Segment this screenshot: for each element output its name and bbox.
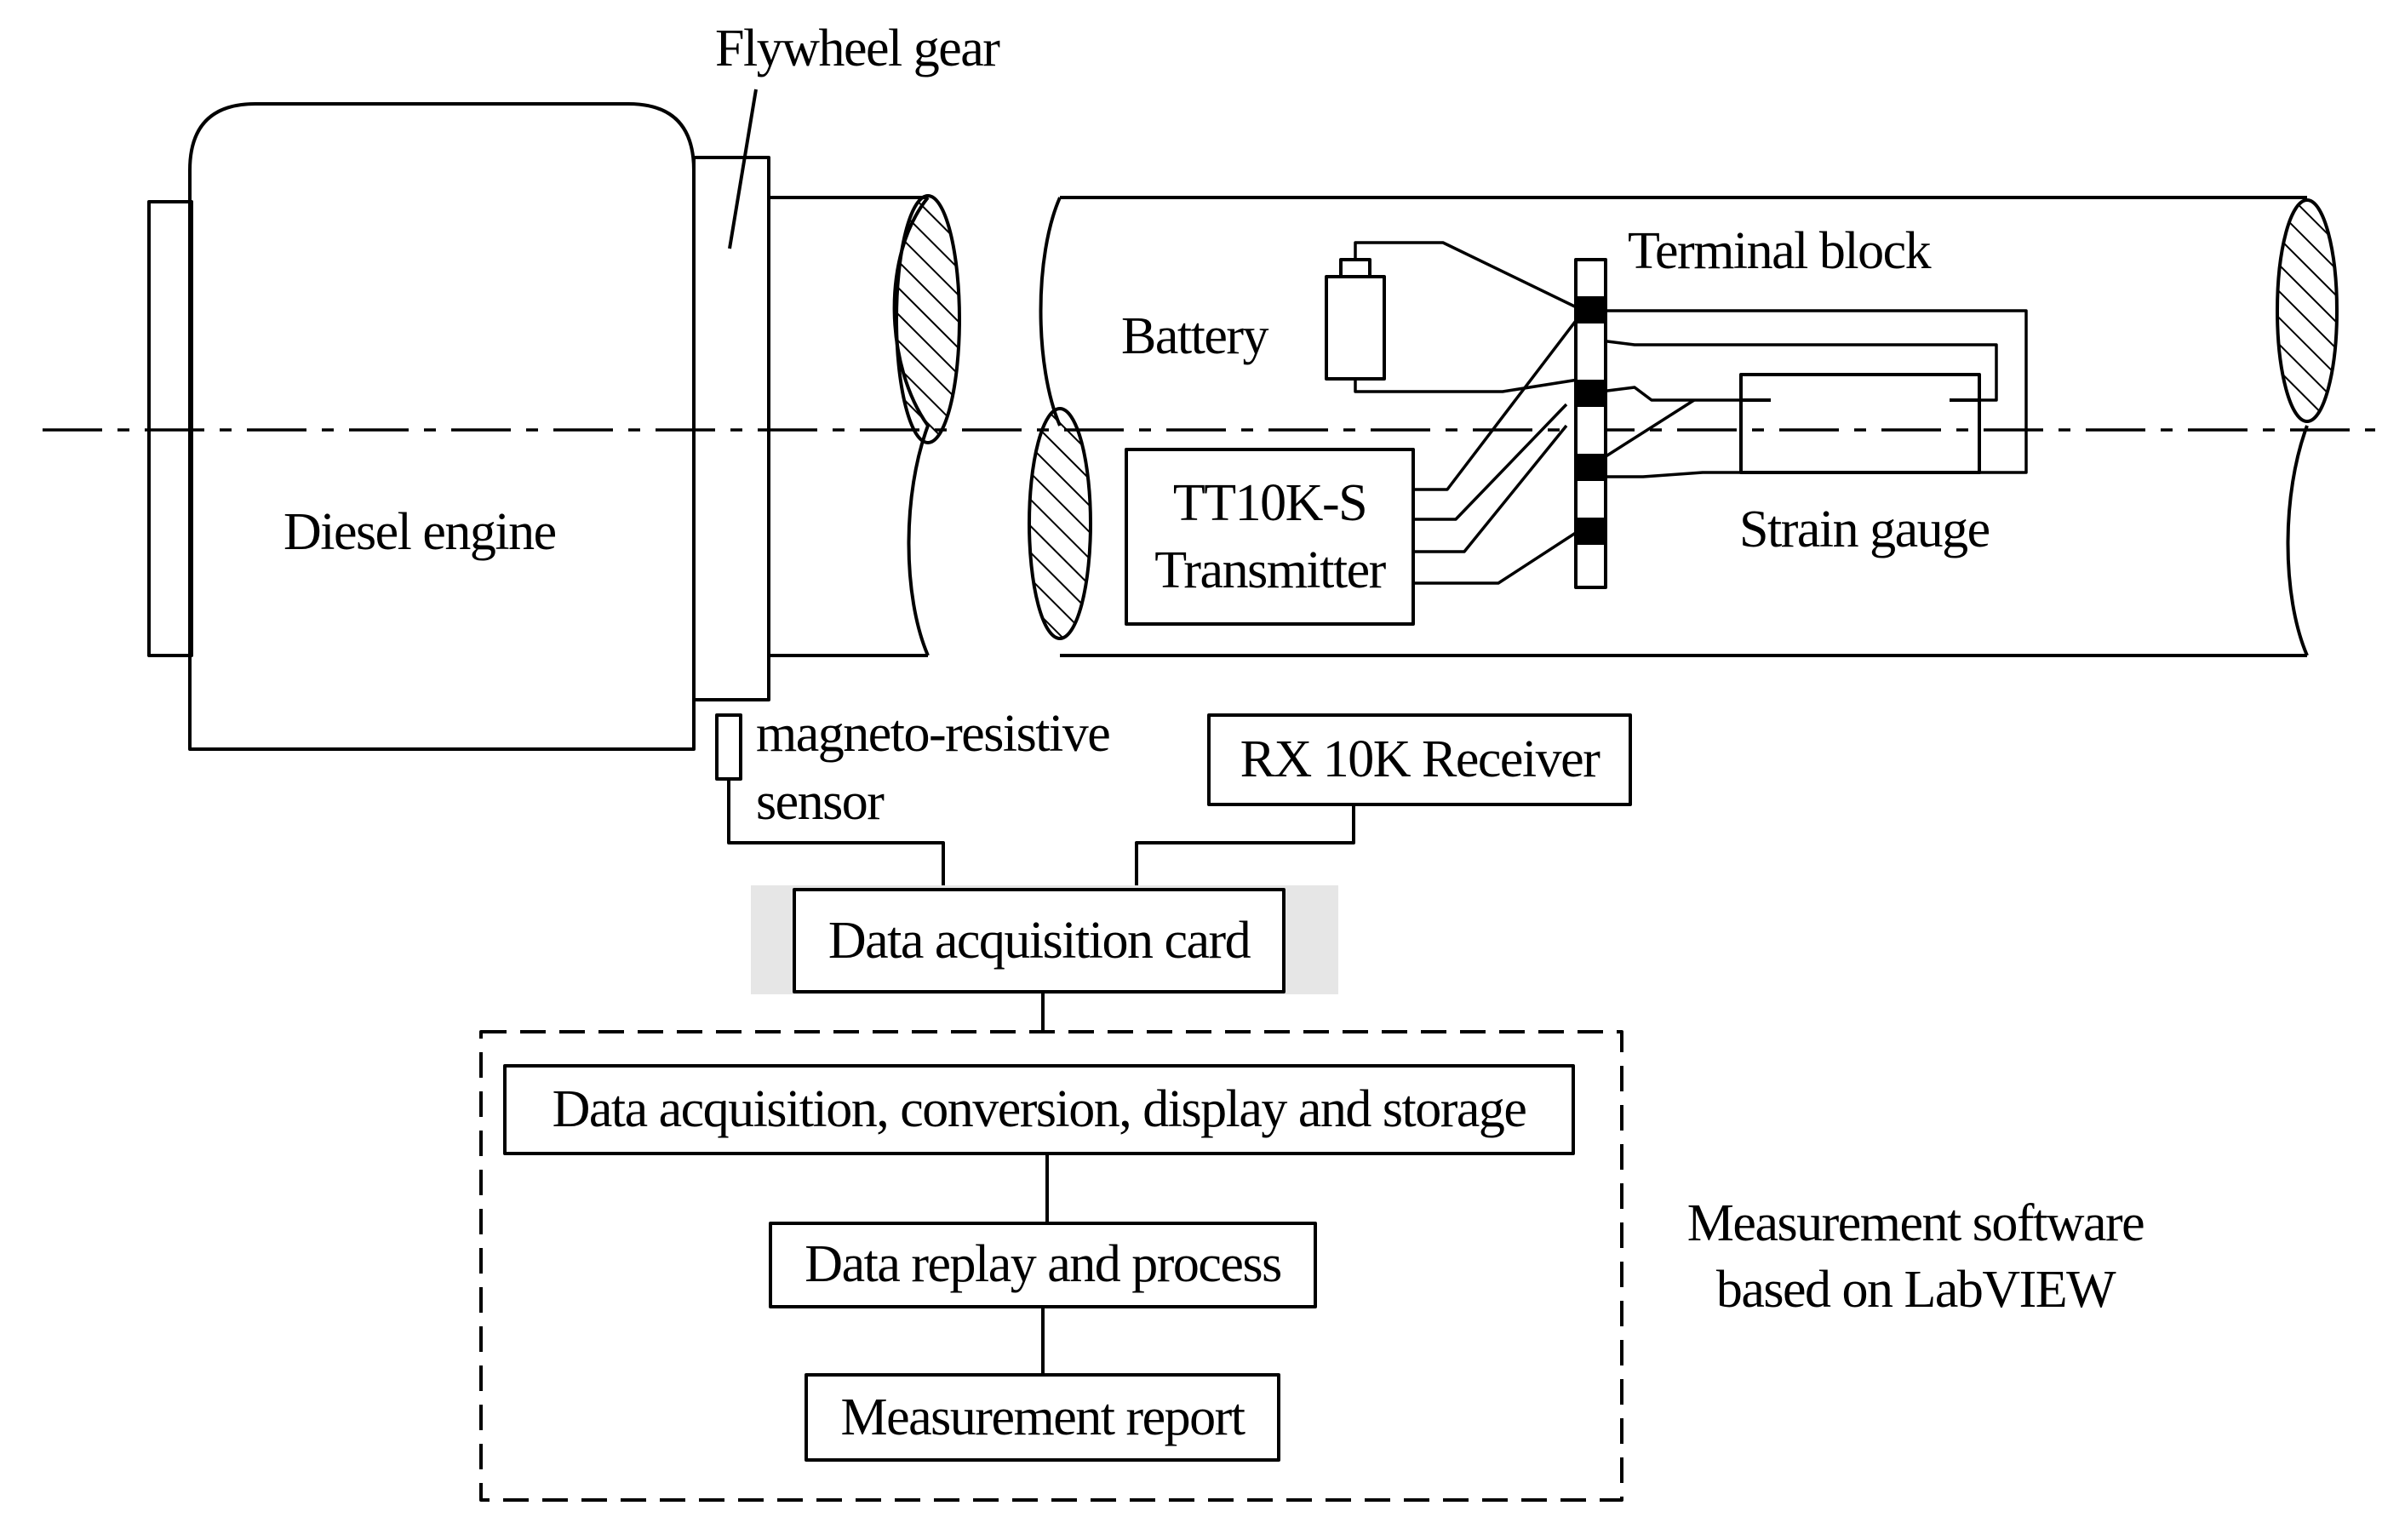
battery-label: Battery — [1121, 307, 1269, 365]
magneto-resistive-sensor-symbol — [715, 713, 742, 781]
receiver-box — [1207, 713, 1632, 806]
battery-symbol — [1325, 258, 1386, 381]
wiring — [1354, 241, 2028, 585]
transmitter-label-line2: Transmitter — [1154, 541, 1386, 599]
software-step3-label: Measurement report — [840, 1388, 1245, 1446]
sensor-label-line1: magneto-resistive — [756, 705, 1111, 763]
right-shaft-left-hatched-section — [1028, 407, 1092, 640]
receiver-label: RX 10K Receiver — [1240, 730, 1600, 788]
strain-gauge-label: Strain gauge — [1739, 501, 1990, 558]
daq-card-label: Data acquisition card — [827, 912, 1251, 970]
diesel-engine — [147, 102, 696, 751]
flywheel-leader-line — [728, 89, 758, 249]
flywheel-gear-label: Flywheel gear — [715, 20, 1000, 77]
software-caption-line1: Measurement software — [1686, 1194, 2145, 1252]
receiver-to-daq-line — [1135, 804, 1355, 890]
diesel-engine-label: Diesel engine — [283, 503, 557, 561]
transmitter-label-line1: TT10K-S — [1172, 474, 1368, 532]
transmitter-box — [1125, 448, 1415, 626]
left-shaft-hatched-section — [895, 194, 961, 444]
right-shaft-segment — [1028, 196, 2339, 657]
software-step1-box — [503, 1064, 1575, 1155]
daq-card-box — [793, 888, 1286, 993]
terminal-block-symbol — [1574, 258, 1607, 589]
software-frame — [479, 1030, 1623, 1502]
software-step3-box — [805, 1373, 1280, 1462]
sensor-to-daq-line — [727, 779, 945, 890]
software-step1-label: Data acquisition, conversion, display an… — [552, 1080, 1527, 1138]
software-caption-line2: based on LabVIEW — [1715, 1261, 2116, 1319]
left-shaft-segment — [769, 194, 961, 657]
terminal-block-label: Terminal block — [1628, 222, 1932, 280]
sensor-label-line2: sensor — [756, 773, 885, 831]
software-step2-label: Data replay and process — [805, 1235, 1282, 1293]
right-shaft-right-hatched-section — [2276, 198, 2339, 423]
strain-gauge-symbol — [1739, 373, 1981, 474]
